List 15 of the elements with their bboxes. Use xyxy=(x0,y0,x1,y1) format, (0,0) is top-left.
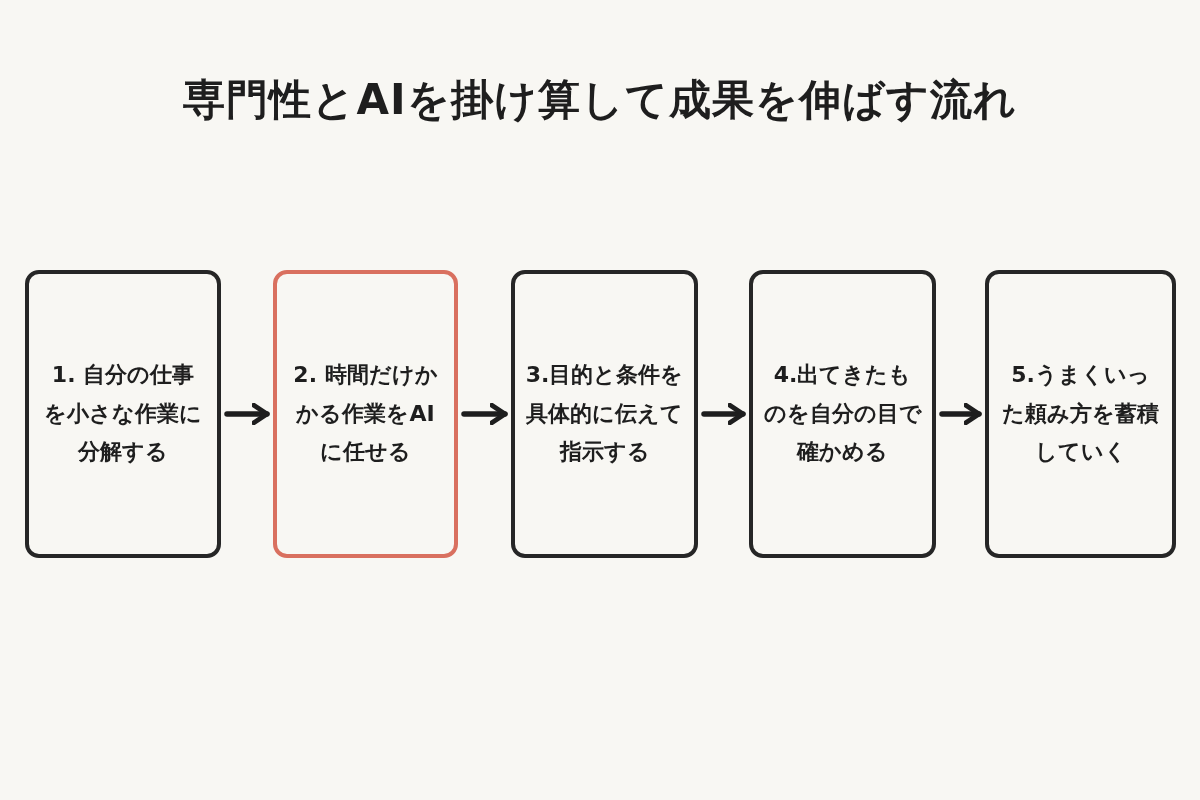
step-box xyxy=(25,270,221,558)
arrow xyxy=(939,402,982,426)
step-text: 5.うまくいった頼み方を蓄積していく xyxy=(1001,361,1160,467)
step-box xyxy=(273,270,458,558)
step-box xyxy=(511,270,698,558)
arrow xyxy=(461,402,508,426)
step-text: 3.目的と条件を具体的に伝えて指示する xyxy=(524,361,685,467)
step-text: 4.出てきたものを自分の目で確かめる xyxy=(762,361,923,467)
arrow xyxy=(224,402,270,426)
step-text: 2. 時間だけかかる作業をAIに任せる xyxy=(292,361,439,467)
step-box xyxy=(749,270,936,558)
diagram-title: 専門性とAIを掛け算して成果を伸ばす流れ xyxy=(182,74,1018,126)
step-box xyxy=(985,270,1176,558)
arrow xyxy=(701,402,746,426)
step-text: 1. 自分の仕事を小さな作業に分解する xyxy=(43,361,203,467)
